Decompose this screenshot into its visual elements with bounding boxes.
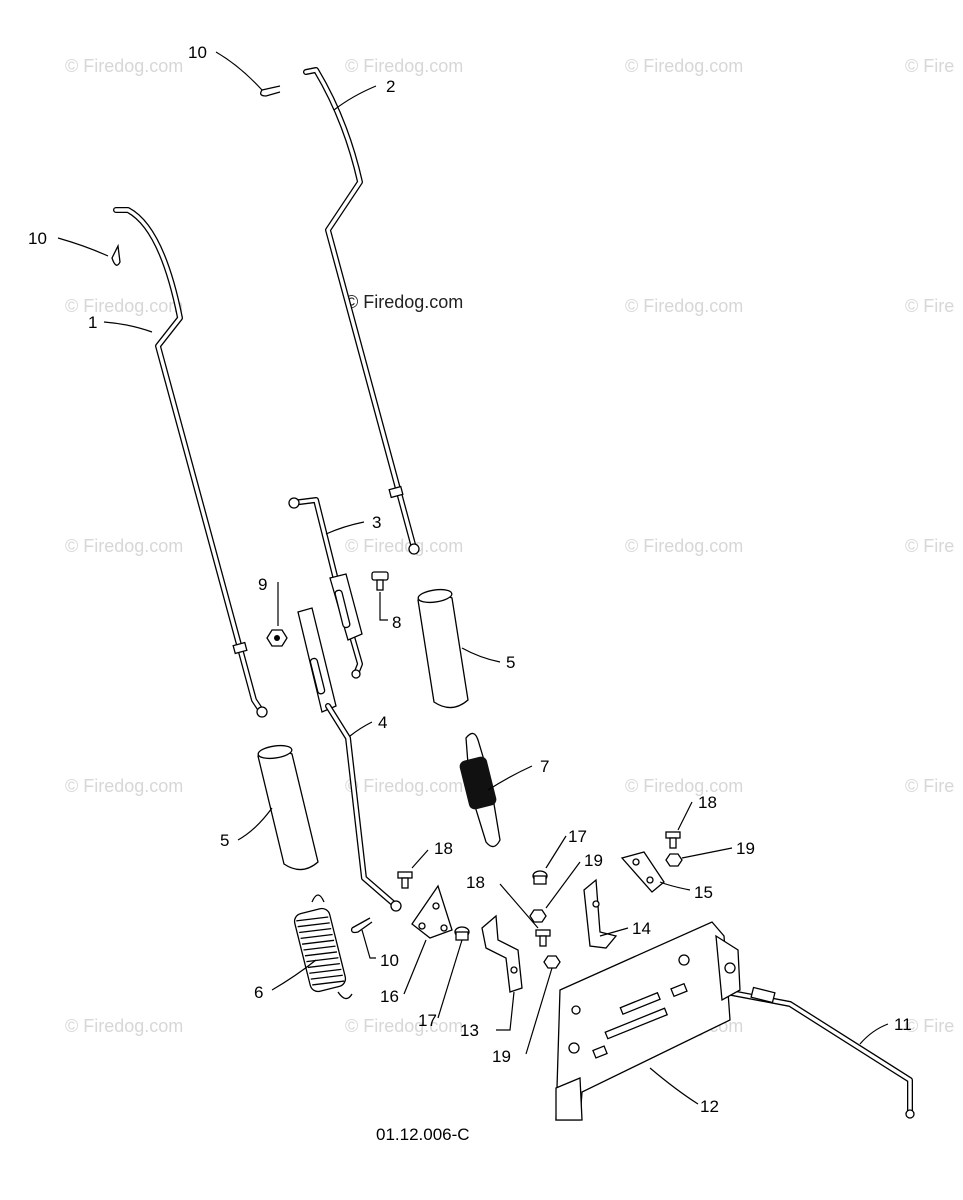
- part-2-lever-rod: [303, 67, 420, 555]
- part-12-mounting-plate: [555, 921, 741, 1121]
- callout-18: 18: [698, 793, 717, 812]
- watermark-partial: © Fire: [905, 776, 954, 796]
- part-14-bracket: [583, 878, 618, 949]
- watermark: © Firedog.com: [625, 56, 743, 76]
- callout-9: 9: [258, 575, 267, 594]
- callout-12: 12: [700, 1097, 719, 1116]
- callout-17: 17: [568, 827, 587, 846]
- part-19-nut-c: [665, 853, 683, 867]
- callout-7: 7: [540, 757, 549, 776]
- watermark: © Firedog.com: [65, 296, 183, 316]
- callout-10: 10: [188, 43, 207, 62]
- callout-5: 5: [506, 653, 515, 672]
- part-10-clip-left: [111, 243, 121, 266]
- watermark-partial: © Fire: [905, 536, 954, 556]
- part-17-nut-a: [454, 926, 470, 941]
- callout-4: 4: [378, 713, 387, 732]
- part-19-nut-b: [543, 955, 561, 969]
- watermark: © Firedog.com: [65, 776, 183, 796]
- part-13-bracket: [481, 914, 523, 993]
- callout-2: 2: [386, 77, 395, 96]
- callout-labels: 10 2 10 1 3 9 8 5 4 7 5 18 6 10 18 19 17…: [28, 43, 912, 1116]
- callout-11: 11: [894, 1015, 912, 1034]
- part-1-lever-rod: [113, 207, 268, 718]
- callout-17: 17: [418, 1011, 437, 1030]
- part-7-spring: [459, 732, 501, 848]
- callout-16: 16: [380, 987, 399, 1006]
- watermark: © Firedog.com: [65, 56, 183, 76]
- part-18-bolt-a: [397, 871, 413, 889]
- part-19-nut-a: [529, 909, 547, 923]
- part-15-plate: [620, 851, 665, 893]
- leader-lines: [57, 51, 889, 1105]
- part-18-bolt-c: [665, 831, 681, 849]
- callout-18: 18: [434, 839, 453, 858]
- callout-8: 8: [392, 613, 401, 632]
- callout-15: 15: [694, 883, 713, 902]
- part-5-grip-upper: [417, 588, 469, 709]
- watermark: © Firedog.com: [625, 536, 743, 556]
- part-18-bolt-b: [535, 929, 551, 947]
- callout-5: 5: [220, 831, 229, 850]
- watermark: © Firedog.com: [345, 776, 463, 796]
- callout-10: 10: [380, 951, 399, 970]
- part-16-plate: [411, 884, 453, 939]
- callout-13: 13: [460, 1021, 479, 1040]
- callout-10: 10: [28, 229, 47, 248]
- callout-6: 6: [254, 983, 263, 1002]
- part-6-spring: [293, 894, 353, 1000]
- part-8-bolt: [371, 571, 389, 591]
- watermark: © Firedog.com: [345, 1016, 463, 1036]
- watermark-layer: © Firedog.com © Firedog.com © Firedog.co…: [65, 56, 954, 1036]
- callout-19: 19: [584, 851, 603, 870]
- watermark: © Firedog.com: [625, 776, 743, 796]
- callout-3: 3: [372, 513, 381, 532]
- callout-19: 19: [492, 1047, 511, 1066]
- watermark: © Firedog.com: [345, 56, 463, 76]
- watermark-partial: © Fire: [905, 296, 954, 316]
- watermark: © Firedog.com: [345, 536, 463, 556]
- watermark-partial: © Fire: [905, 56, 954, 76]
- part-3-slotted-rod: [288, 497, 363, 679]
- part-17-nut-b: [532, 870, 548, 885]
- part-10-clip-lower: [350, 917, 373, 934]
- part-5-grip-lower: [257, 744, 319, 871]
- watermark: © Firedog.com: [65, 1016, 183, 1036]
- watermark-center: © Firedog.com: [345, 292, 463, 312]
- part-11-control-rod: [712, 984, 915, 1119]
- part-10-clip-top: [260, 85, 281, 97]
- watermark: © Firedog.com: [625, 296, 743, 316]
- callout-1: 1: [88, 313, 97, 332]
- part-4-slotted-rod: [297, 607, 402, 912]
- diagram-code: 01.12.006-C: [376, 1125, 470, 1144]
- callout-18: 18: [466, 873, 485, 892]
- watermark-partial: © Fire: [905, 1016, 954, 1036]
- part-9-nut: [266, 629, 288, 647]
- callout-19: 19: [736, 839, 755, 858]
- callout-14: 14: [632, 919, 651, 938]
- watermark: © Firedog.com: [65, 536, 183, 556]
